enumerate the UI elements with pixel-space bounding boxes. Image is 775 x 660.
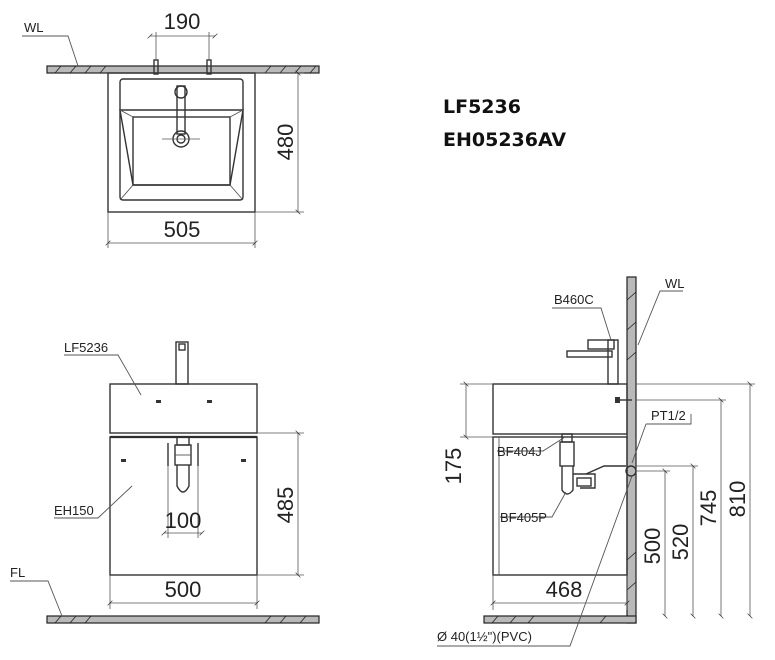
side-trap	[559, 433, 637, 495]
top-basin-outline	[107, 72, 256, 213]
side-trap-leader	[500, 491, 567, 518]
top-dim-190: 190	[164, 9, 201, 34]
front-lf-leader	[64, 354, 142, 396]
front-cabinet	[109, 436, 258, 576]
front-fl-label: FL	[10, 565, 25, 580]
side-faucet-label: B460C	[554, 292, 594, 307]
side-trap-label: BF405P	[500, 510, 547, 525]
side-wl-label: WL	[665, 276, 685, 291]
top-faucet-base	[174, 85, 188, 99]
model-set: EH05236AV	[443, 129, 566, 151]
top-basin-rim	[119, 78, 244, 201]
top-wl-label: WL	[24, 20, 44, 35]
front-faucet	[175, 341, 189, 385]
side-faucet	[566, 339, 619, 385]
front-fl-leader	[10, 580, 63, 617]
side-dim-500: 500	[640, 528, 665, 565]
front-floor	[46, 615, 320, 624]
top-dim-505: 505	[164, 217, 201, 242]
side-basin	[492, 383, 628, 435]
front-dim-485: 485	[273, 487, 298, 524]
side-cabinet	[492, 436, 628, 576]
side-drain-leader	[497, 436, 566, 452]
side-pt-label: PT1/2	[651, 408, 686, 423]
top-dim-480: 480	[273, 124, 298, 161]
model-basin: LF5236	[443, 96, 521, 118]
side-view: WL B460C BF404J BF405P	[437, 276, 755, 647]
top-view-wall-hatch	[54, 65, 317, 74]
side-dim-810: 810	[725, 481, 750, 518]
front-dim-100: 100	[165, 508, 202, 533]
side-dim-468: 468	[546, 577, 583, 602]
side-pipe-leader	[437, 475, 633, 647]
side-dim-175: 175	[441, 448, 466, 485]
front-eh-leader	[54, 485, 133, 519]
side-wl-leader	[637, 290, 683, 346]
front-dim-500: 500	[165, 577, 202, 602]
side-pt-leader	[646, 414, 692, 425]
side-pipe-note: Ø 40(1½")(PVC)	[437, 629, 532, 644]
front-basin	[109, 383, 258, 434]
side-floor	[483, 615, 637, 624]
side-dim-520: 520	[668, 524, 693, 561]
top-view: WL 190 480 505	[22, 9, 320, 248]
front-cabinet-label: EH150	[54, 503, 94, 518]
front-view: FL LF5236 EH150 100	[10, 340, 320, 624]
top-wl-leader	[22, 35, 79, 67]
front-trap	[167, 436, 199, 493]
top-basin-bowl-inner	[132, 116, 231, 186]
front-basin-label: LF5236	[64, 340, 108, 355]
side-drain-label: BF404J	[497, 444, 542, 459]
side-faucet-leader	[552, 307, 612, 341]
side-dim-745: 745	[696, 490, 721, 527]
